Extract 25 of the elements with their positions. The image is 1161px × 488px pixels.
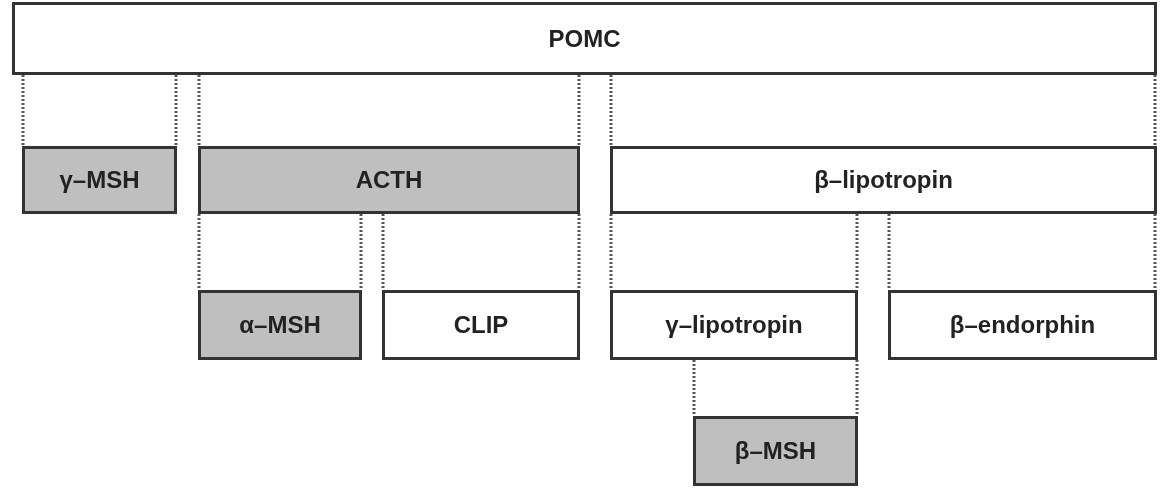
dotted-line bbox=[855, 214, 859, 290]
dotted-line bbox=[1153, 214, 1157, 290]
dotted-line bbox=[577, 75, 581, 146]
peptide-segment-box: γ–MSH bbox=[22, 146, 177, 214]
dotted-line bbox=[855, 360, 859, 416]
peptide-segment-box: CLIP bbox=[382, 290, 580, 360]
peptide-segment-box: γ–lipotropin bbox=[610, 290, 858, 360]
dotted-line bbox=[577, 214, 581, 290]
dotted-line bbox=[887, 214, 891, 290]
dotted-line bbox=[197, 75, 201, 146]
peptide-segment-box: POMC bbox=[12, 2, 1157, 75]
peptide-segment-box: β–endorphin bbox=[888, 290, 1157, 360]
peptide-segment-box: β–lipotropin bbox=[610, 146, 1157, 214]
dotted-line bbox=[359, 214, 363, 290]
peptide-segment-box: ACTH bbox=[198, 146, 580, 214]
dotted-line bbox=[197, 214, 201, 290]
peptide-segment-box: α–MSH bbox=[198, 290, 362, 360]
dotted-line bbox=[174, 75, 178, 146]
dotted-line bbox=[609, 75, 613, 146]
dotted-line bbox=[692, 360, 696, 416]
dotted-line bbox=[381, 214, 385, 290]
peptide-segment-box: β–MSH bbox=[693, 416, 858, 486]
dotted-line bbox=[1153, 75, 1157, 146]
dotted-line bbox=[21, 75, 25, 146]
dotted-line bbox=[609, 214, 613, 290]
